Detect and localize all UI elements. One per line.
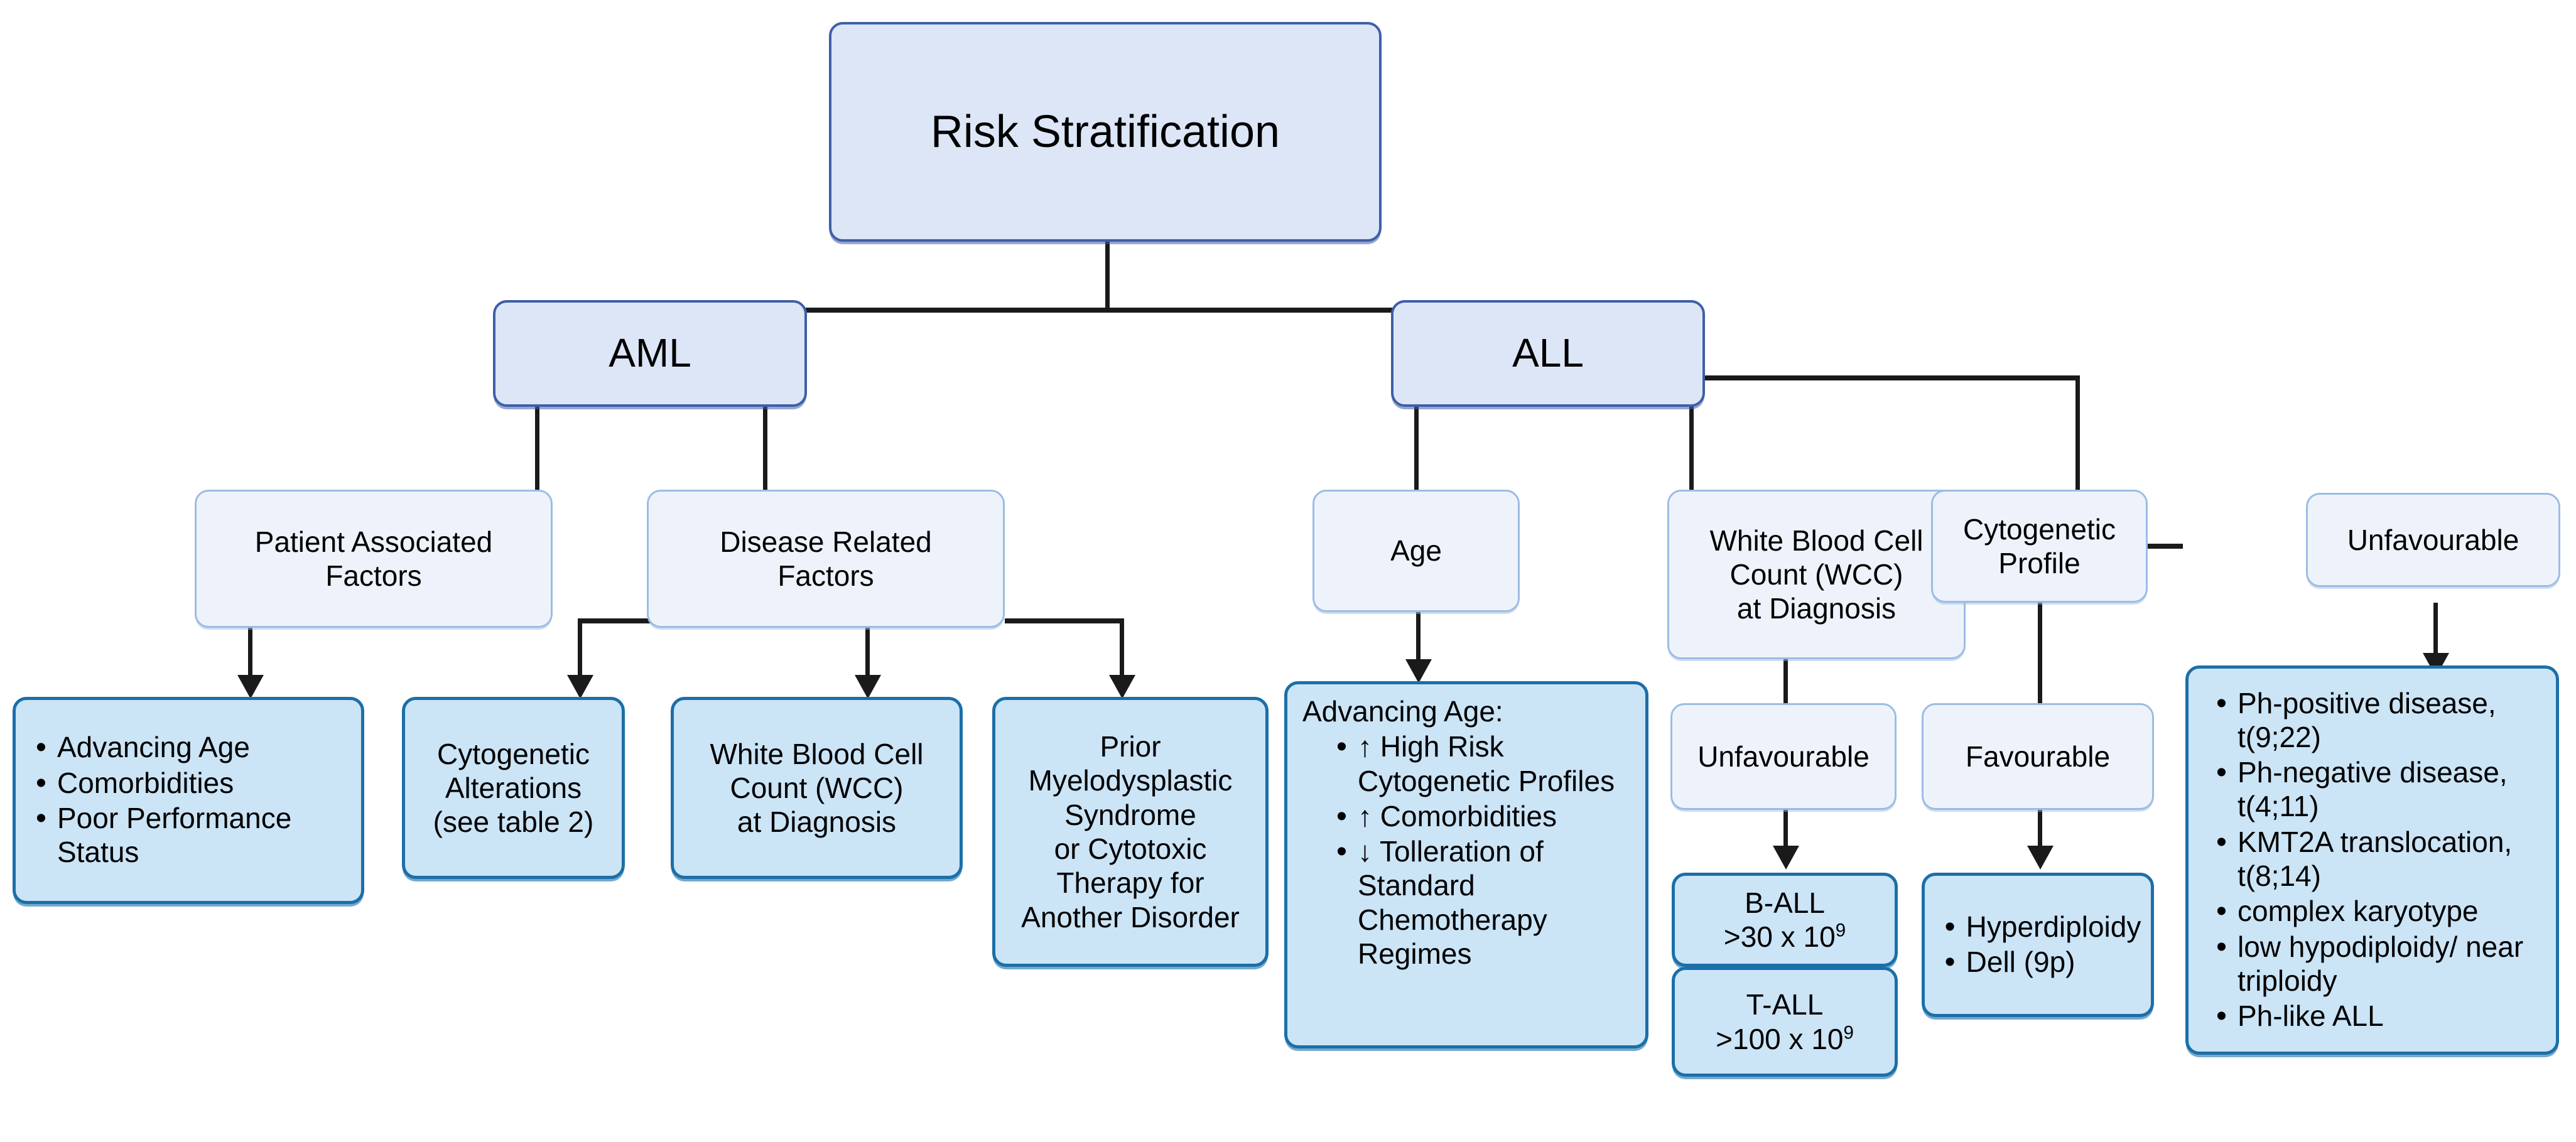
- advancing-age-bullet-list: ↑ High Risk Cytogenetic Profiles ↑ Comor…: [1287, 729, 1645, 971]
- node-t-all-line2: >100 x 10: [1716, 1022, 1844, 1055]
- patient-factor-bullet-list: Advancing Age Comorbidities Poor Perform…: [16, 730, 361, 870]
- favourable-bullet-list: Hyperdiploidy Dell (9p): [1929, 909, 2148, 981]
- unfavourable-bullet-list: Ph-positive disease, t(9;22) Ph-negative…: [2189, 686, 2556, 1035]
- edge-disease-right-v: [1120, 618, 1124, 681]
- edge-age-down: [1416, 612, 1421, 665]
- node-unfavourable-cytogenetic-label: Unfavourable: [2347, 523, 2519, 556]
- edge-disease-mid-v: [865, 628, 870, 681]
- list-item: ↑ High Risk Cytogenetic Profiles: [1336, 729, 1639, 798]
- list-item: low hypodiploidy/ near triploidy: [2216, 929, 2550, 998]
- edge-all-age: [1414, 405, 1419, 490]
- node-patient-factor-list[interactable]: Advancing Age Comorbidities Poor Perform…: [13, 697, 364, 904]
- node-t-all-line1: T-ALL: [1746, 988, 1824, 1021]
- node-b-all-label: B-ALL>30 x 109: [1715, 886, 1854, 954]
- node-unfavourable-cytogenetic[interactable]: Unfavourable: [2306, 493, 2560, 587]
- node-t-all-label: T-ALL>100 x 109: [1707, 988, 1863, 1056]
- edge-aml-left: [535, 405, 539, 490]
- node-wcc-aml[interactable]: White Blood Cell Count (WCC) at Diagnosi…: [671, 697, 963, 879]
- node-disease-related-factors-label: Disease Related Factors: [720, 525, 932, 592]
- list-item: Ph-like ALL: [2216, 998, 2550, 1034]
- node-aml-label: AML: [609, 330, 691, 376]
- arrowhead-favourable-list: [2027, 846, 2054, 870]
- edge-disease-right-h: [1005, 618, 1124, 623]
- list-item: KMT2A translocation, t(8;14): [2216, 824, 2550, 893]
- node-risk-stratification-label: Risk Stratification: [930, 106, 1280, 157]
- list-item: ↓ Tolleration of Standard Chemotherapy R…: [1336, 834, 1639, 971]
- edge-wcc-unfav: [1783, 659, 1788, 703]
- edge-all-cyto-h: [1703, 375, 2080, 380]
- list-item: Poor Performance Status: [36, 800, 355, 870]
- edge-disease-left-v: [578, 618, 582, 681]
- list-item: Dell (9p): [1945, 944, 2141, 980]
- list-item: Advancing Age: [36, 730, 355, 765]
- node-b-all-line1: B-ALL: [1745, 886, 1825, 919]
- edge-cyto-unfav: [2146, 544, 2183, 549]
- edge-unfav-ball: [1783, 807, 1788, 851]
- list-item: complex karyotype: [2216, 893, 2550, 929]
- node-cytogenetic-alterations-label: Cytogenetic Alterations (see table 2): [433, 737, 594, 839]
- node-prior-mds[interactable]: Prior Myelodysplastic Syndrome or Cytoto…: [992, 697, 1269, 967]
- arrowhead-wcc-aml: [855, 675, 881, 699]
- node-age[interactable]: Age: [1312, 490, 1520, 612]
- arrowhead-b-all: [1773, 846, 1799, 870]
- node-cytogenetic-profile[interactable]: Cytogenetic Profile: [1931, 490, 2148, 603]
- edge-all-cyto-v: [2075, 375, 2080, 490]
- node-age-label: Age: [1390, 534, 1442, 568]
- edge-root-down: [1105, 242, 1110, 311]
- node-disease-related-factors[interactable]: Disease Related Factors: [647, 490, 1005, 628]
- arrowhead-advancing-age: [1405, 659, 1432, 683]
- node-cytogenetic-profile-label: Cytogenetic Profile: [1963, 512, 2116, 579]
- node-t-all[interactable]: T-ALL>100 x 109: [1672, 967, 1898, 1077]
- node-all[interactable]: ALL: [1391, 300, 1705, 407]
- node-advancing-age[interactable]: Advancing Age: ↑ High Risk Cytogenetic P…: [1284, 681, 1648, 1048]
- edge-root-bus: [634, 308, 1419, 313]
- node-wcc-all-label: White Blood Cell Count (WCC) at Diagnosi…: [1709, 524, 1924, 625]
- node-wcc-all[interactable]: White Blood Cell Count (WCC) at Diagnosi…: [1667, 490, 1966, 659]
- node-cytogenetic-alterations[interactable]: Cytogenetic Alterations (see table 2): [402, 697, 625, 879]
- node-favourable-label: Favourable: [1965, 740, 2111, 773]
- edge-fav-list: [2038, 807, 2042, 851]
- list-item: ↑ Comorbidities: [1336, 799, 1639, 834]
- node-prior-mds-label: Prior Myelodysplastic Syndrome or Cytoto…: [1021, 730, 1240, 934]
- edge-disease-left-h: [578, 618, 659, 623]
- node-patient-associated-factors[interactable]: Patient Associated Factors: [195, 490, 553, 628]
- list-item: Ph-positive disease, t(9;22): [2216, 686, 2550, 755]
- edge-aml-right: [763, 405, 767, 490]
- ball-tall-stack: B-ALL>30 x 109 T-ALL>100 x 109: [1672, 873, 1898, 1077]
- node-t-all-exponent: 9: [1843, 1022, 1854, 1043]
- arrowhead-prior-mds: [1109, 675, 1135, 699]
- arrowhead-patient: [237, 675, 264, 699]
- node-risk-stratification[interactable]: Risk Stratification: [829, 22, 1382, 242]
- node-favourable[interactable]: Favourable: [1922, 703, 2154, 810]
- list-item: Comorbidities: [36, 765, 355, 801]
- node-favourable-list[interactable]: Hyperdiploidy Dell (9p): [1922, 873, 2154, 1017]
- edge-unfavcyto-list: [2433, 603, 2438, 659]
- node-all-label: ALL: [1512, 330, 1584, 376]
- list-item: Ph-negative disease, t(4;11): [2216, 755, 2550, 824]
- edge-all-wcc: [1689, 405, 1694, 490]
- node-wcc-aml-label: White Blood Cell Count (WCC) at Diagnosi…: [710, 737, 924, 839]
- node-patient-associated-factors-label: Patient Associated Factors: [254, 525, 493, 592]
- node-b-all-line2: >30 x 10: [1723, 920, 1836, 953]
- node-aml[interactable]: AML: [493, 300, 807, 407]
- list-item: Hyperdiploidy: [1945, 909, 2141, 945]
- node-unfavourable-wcc[interactable]: Unfavourable: [1670, 703, 1897, 810]
- node-unfavourable-list[interactable]: Ph-positive disease, t(9;22) Ph-negative…: [2185, 665, 2559, 1055]
- node-b-all[interactable]: B-ALL>30 x 109: [1672, 873, 1898, 967]
- edge-cyto-fav: [2038, 603, 2042, 703]
- advancing-age-lead: Advancing Age:: [1302, 695, 1503, 728]
- arrowhead-cytoalt: [567, 675, 593, 699]
- edge-patient-down: [248, 628, 252, 681]
- node-unfavourable-wcc-label: Unfavourable: [1697, 740, 1870, 773]
- node-b-all-exponent: 9: [1835, 920, 1846, 941]
